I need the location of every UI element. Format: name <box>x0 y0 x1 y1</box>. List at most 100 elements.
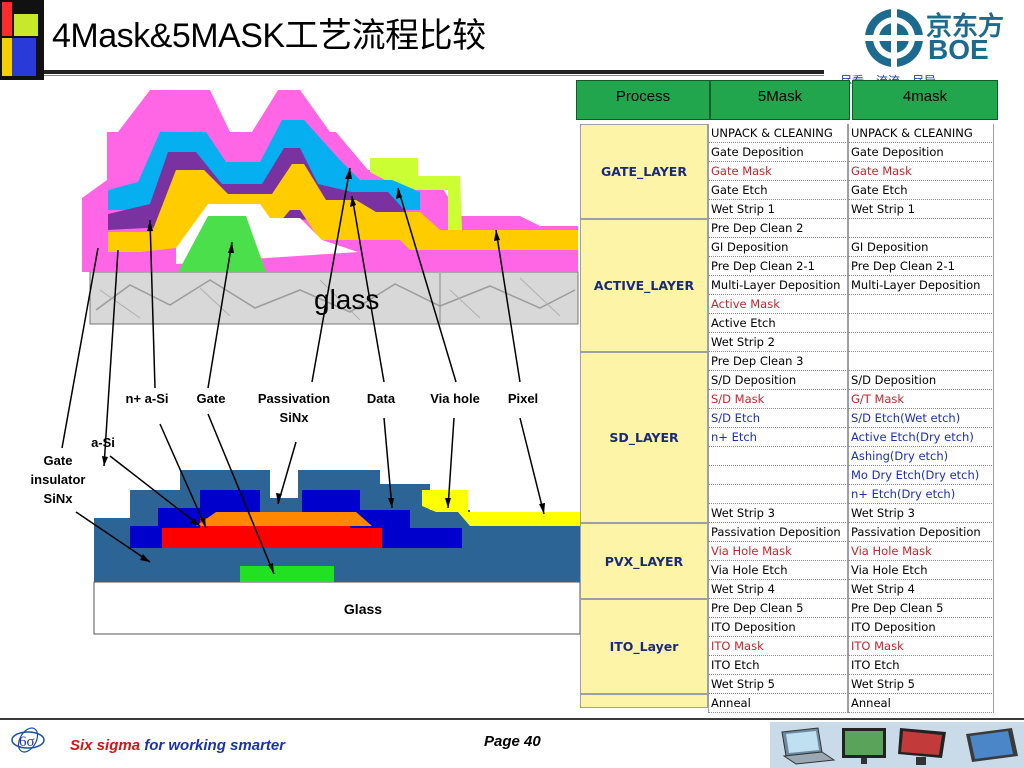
process-step: UNPACK & CLEANING <box>848 124 994 143</box>
process-step <box>848 352 994 371</box>
process-table-header: Process 5Mask 4mask <box>576 80 998 122</box>
process-step: Wet Strip 2 <box>708 333 848 352</box>
process-step: n+ Etch(Dry etch) <box>848 485 994 504</box>
header-divider <box>44 70 824 74</box>
process-step: Pre Dep Clean 5 <box>848 599 994 618</box>
bottom-green-gate <box>240 566 334 582</box>
process-step: S/D Deposition <box>708 371 848 390</box>
bottom-glass-substrate <box>93 581 580 635</box>
process-step: Gate Mask <box>708 162 848 181</box>
process-step <box>848 295 994 314</box>
top-glass-texture <box>95 279 576 313</box>
process-step: Wet Strip 3 <box>848 504 994 523</box>
label-gate-insulator-3: SiNx <box>43 491 73 506</box>
label-passivation: Passivation <box>257 391 331 406</box>
label-pixel: Pixel <box>507 391 539 406</box>
process-step: Passivation Deposition <box>848 523 994 542</box>
bottom-yellow-pixel <box>422 490 580 526</box>
process-step: Wet Strip 1 <box>708 200 848 219</box>
footer-divider <box>0 718 1024 720</box>
layer-gate: GATE_LAYER <box>580 124 708 219</box>
six-sigma-logo-icon: 6σ <box>11 727 45 753</box>
process-step: Pre Dep Clean 2-1 <box>708 257 848 276</box>
label-via-hole: Via hole <box>430 391 480 406</box>
laptop-icon <box>781 727 836 765</box>
header-5mask: 5Mask <box>710 80 850 120</box>
process-step: ITO Etch <box>708 656 848 675</box>
process-step <box>708 447 848 466</box>
page-number: Page 40 <box>484 733 541 750</box>
layer-active: ACTIVE_LAYER <box>580 219 708 352</box>
footer-slogan-red: Six sigma <box>70 737 141 754</box>
process-step: GI Deposition <box>848 238 994 257</box>
tft-cross-section-diagram <box>61 90 580 635</box>
layer-anneal <box>580 694 708 708</box>
tablet-icon <box>966 728 1018 762</box>
footer-slogan: Six sigma for working smarter <box>70 737 285 754</box>
label-n-plus-asi: n+ a-Si <box>125 391 169 406</box>
process-step: S/D Etch(Wet etch) <box>848 409 994 428</box>
top-lime-layer <box>370 158 578 242</box>
label-gate-insulator-1: Gate <box>43 453 73 468</box>
label-passivation-sinx: SiNx <box>279 410 309 425</box>
layer-ito: ITO_Layer <box>580 599 708 694</box>
top-green-gate <box>178 216 266 272</box>
header-4mask: 4mask <box>852 80 998 120</box>
svg-text:6σ: 6σ <box>19 734 35 750</box>
label-gate: Gate <box>196 391 226 406</box>
tv-icon <box>842 728 886 764</box>
process-step: Pre Dep Clean 5 <box>708 599 848 618</box>
process-step: UNPACK & CLEANING <box>708 124 848 143</box>
layer-pvx: PVX_LAYER <box>580 523 708 599</box>
process-step: S/D Etch <box>708 409 848 428</box>
process-step: n+ Etch <box>708 428 848 447</box>
process-step: Anneal <box>848 694 994 713</box>
process-step: ITO Deposition <box>708 618 848 637</box>
process-step: Gate Mask <box>848 162 994 181</box>
bottom-glass-label: Glass <box>343 601 383 617</box>
label-gate-insulator-2: insulator <box>30 472 86 487</box>
display-devices-strip <box>770 722 1024 768</box>
process-step: ITO Mask <box>848 637 994 656</box>
process-step: Via Hole Etch <box>708 561 848 580</box>
process-step: S/D Mask <box>708 390 848 409</box>
process-step: Gate Deposition <box>848 143 994 162</box>
process-step: Gate Deposition <box>708 143 848 162</box>
process-step: S/D Deposition <box>848 371 994 390</box>
process-step: Active Mask <box>708 295 848 314</box>
header-process: Process <box>576 80 710 120</box>
process-step: ITO Mask <box>708 637 848 656</box>
top-glass-label: glass <box>314 284 380 315</box>
process-step: Wet Strip 5 <box>708 675 848 694</box>
process-step: Pre Dep Clean 2-1 <box>848 257 994 276</box>
process-step: Multi-Layer Deposition <box>708 276 848 295</box>
process-step: Via Hole Etch <box>848 561 994 580</box>
process-step <box>848 333 994 352</box>
process-step <box>848 219 994 238</box>
boe-logo-icon <box>864 8 924 68</box>
logo-chinese-name: 京东方 <box>926 11 1005 41</box>
process-step: Passivation Deposition <box>708 523 848 542</box>
process-step: Gate Etch <box>848 181 994 200</box>
process-step: Wet Strip 4 <box>708 580 848 599</box>
slide-title: 4Mask&5MASK工艺流程比较 <box>52 17 486 55</box>
process-step: Wet Strip 3 <box>708 504 848 523</box>
process-step: Wet Strip 4 <box>848 580 994 599</box>
process-step: Gate Etch <box>708 181 848 200</box>
process-step: Anneal <box>708 694 848 713</box>
process-step: Active Etch <box>708 314 848 333</box>
process-step: Ashing(Dry etch) <box>848 447 994 466</box>
monitor-icon <box>898 728 946 765</box>
process-step: Pre Dep Clean 3 <box>708 352 848 371</box>
layer-sd: SD_LAYER <box>580 352 708 523</box>
label-asi: a-Si <box>91 435 115 450</box>
label-data: Data <box>366 391 396 406</box>
logo-english-name: BOE <box>928 34 989 65</box>
process-step: Via Hole Mask <box>848 542 994 561</box>
process-step: Active Etch(Dry etch) <box>848 428 994 447</box>
process-step: G/T Mask <box>848 390 994 409</box>
process-step: Mo Dry Etch(Dry etch) <box>848 466 994 485</box>
footer-slogan-blue: for working smarter <box>140 737 286 754</box>
process-step <box>708 485 848 504</box>
process-step: Wet Strip 5 <box>848 675 994 694</box>
